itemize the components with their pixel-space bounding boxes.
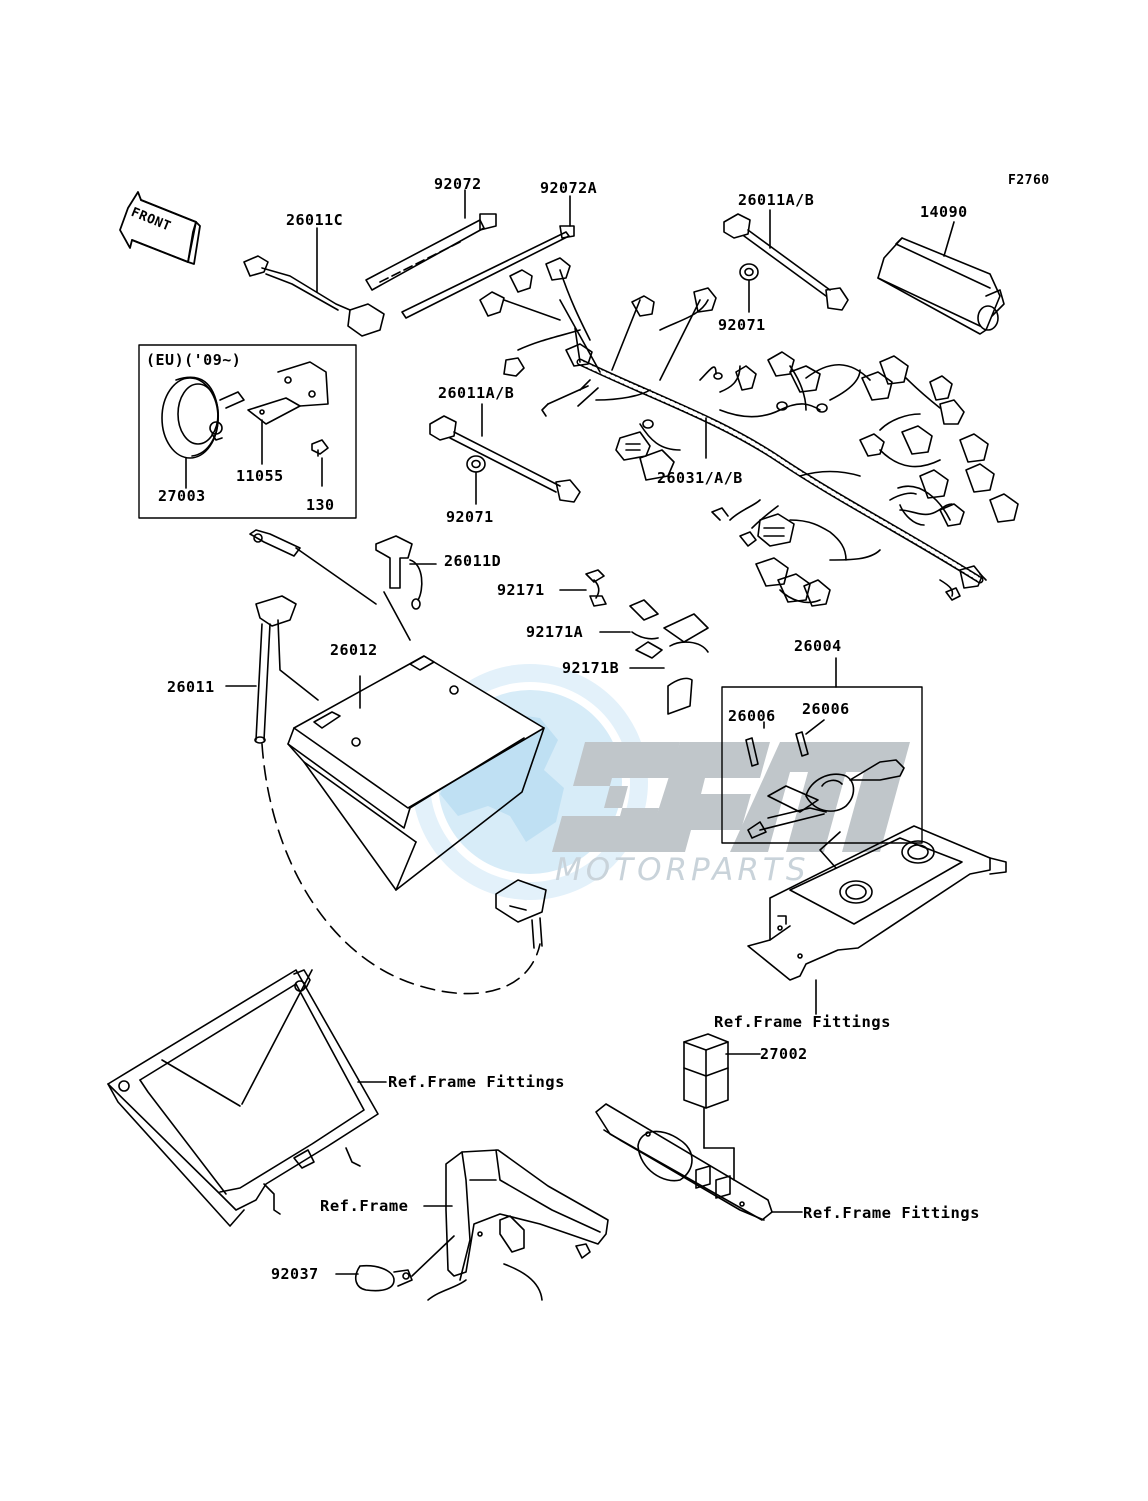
dashed-cable-route <box>261 743 541 995</box>
frame-section <box>423 1149 609 1301</box>
label-92171: 92171 <box>497 581 545 599</box>
grommet-92071-top <box>739 263 759 313</box>
label-92071-mid: 92071 <box>446 508 494 526</box>
main-harness-26031 <box>479 257 1019 607</box>
label-92072a: 92072A <box>540 179 598 197</box>
battery-case-frame-fitting <box>107 969 387 1227</box>
bracket-frame-fitting-bottom <box>595 1103 803 1221</box>
relay-27002 <box>683 1033 761 1181</box>
label-26011c: 26011C <box>286 211 344 229</box>
eu-box-label: (EU)('09~) <box>146 351 242 369</box>
bracket-frame-fitting-right <box>747 825 1007 1015</box>
eu-box <box>138 344 357 519</box>
harness-26011ab-top <box>723 209 849 311</box>
label-26011: 26011 <box>167 678 215 696</box>
harness-26011c <box>243 227 385 337</box>
label-92072: 92072 <box>434 175 482 193</box>
front-arrow <box>119 191 201 265</box>
label-26006-left: 26006 <box>728 707 776 725</box>
cable-tie-92072a <box>401 195 575 319</box>
label-92037: 92037 <box>271 1265 319 1283</box>
ref-frame: Ref.Frame <box>320 1197 409 1215</box>
battery-26012 <box>287 655 545 891</box>
label-26011d: 26011D <box>444 552 502 570</box>
label-26006-right: 26006 <box>802 700 850 718</box>
label-26004: 26004 <box>794 637 842 655</box>
diagram-code: F2760 <box>1008 173 1050 188</box>
watermark-text: MOTORPARTS <box>555 852 810 888</box>
label-14090: 14090 <box>920 203 968 221</box>
ref-frame-fittings-left: Ref.Frame Fittings <box>388 1073 565 1091</box>
label-92071-top: 92071 <box>718 316 766 334</box>
label-26011ab-mid: 26011A/B <box>438 384 515 402</box>
cable-tie-92072 <box>365 189 497 291</box>
label-11055: 11055 <box>236 467 284 485</box>
clip-92171 <box>559 569 607 607</box>
label-26011ab-top: 26011A/B <box>738 191 815 209</box>
ref-frame-fittings-right: Ref.Frame Fittings <box>714 1013 891 1031</box>
relay-box-26004 <box>721 657 923 869</box>
label-26012: 26012 <box>330 641 378 659</box>
label-27003: 27003 <box>158 487 206 505</box>
ref-frame-fittings-bottom: Ref.Frame Fittings <box>803 1204 980 1222</box>
battery-cable-26011 <box>225 529 377 744</box>
battery-terminal-cover <box>495 879 547 949</box>
clip-92171b <box>629 613 709 715</box>
label-26031: 26031/A/B <box>657 469 743 487</box>
cover-14090 <box>877 221 1005 335</box>
label-130: 130 <box>306 496 335 514</box>
label-27002: 27002 <box>760 1045 808 1063</box>
clamp-92037 <box>335 1235 455 1292</box>
label-92171b: 92171B <box>562 659 620 677</box>
cable-26011d <box>375 535 437 641</box>
clip-92171a <box>599 599 663 659</box>
grommet-92071-mid <box>466 455 486 505</box>
label-92171a: 92171A <box>526 623 584 641</box>
harness-26011ab-mid <box>429 403 581 503</box>
